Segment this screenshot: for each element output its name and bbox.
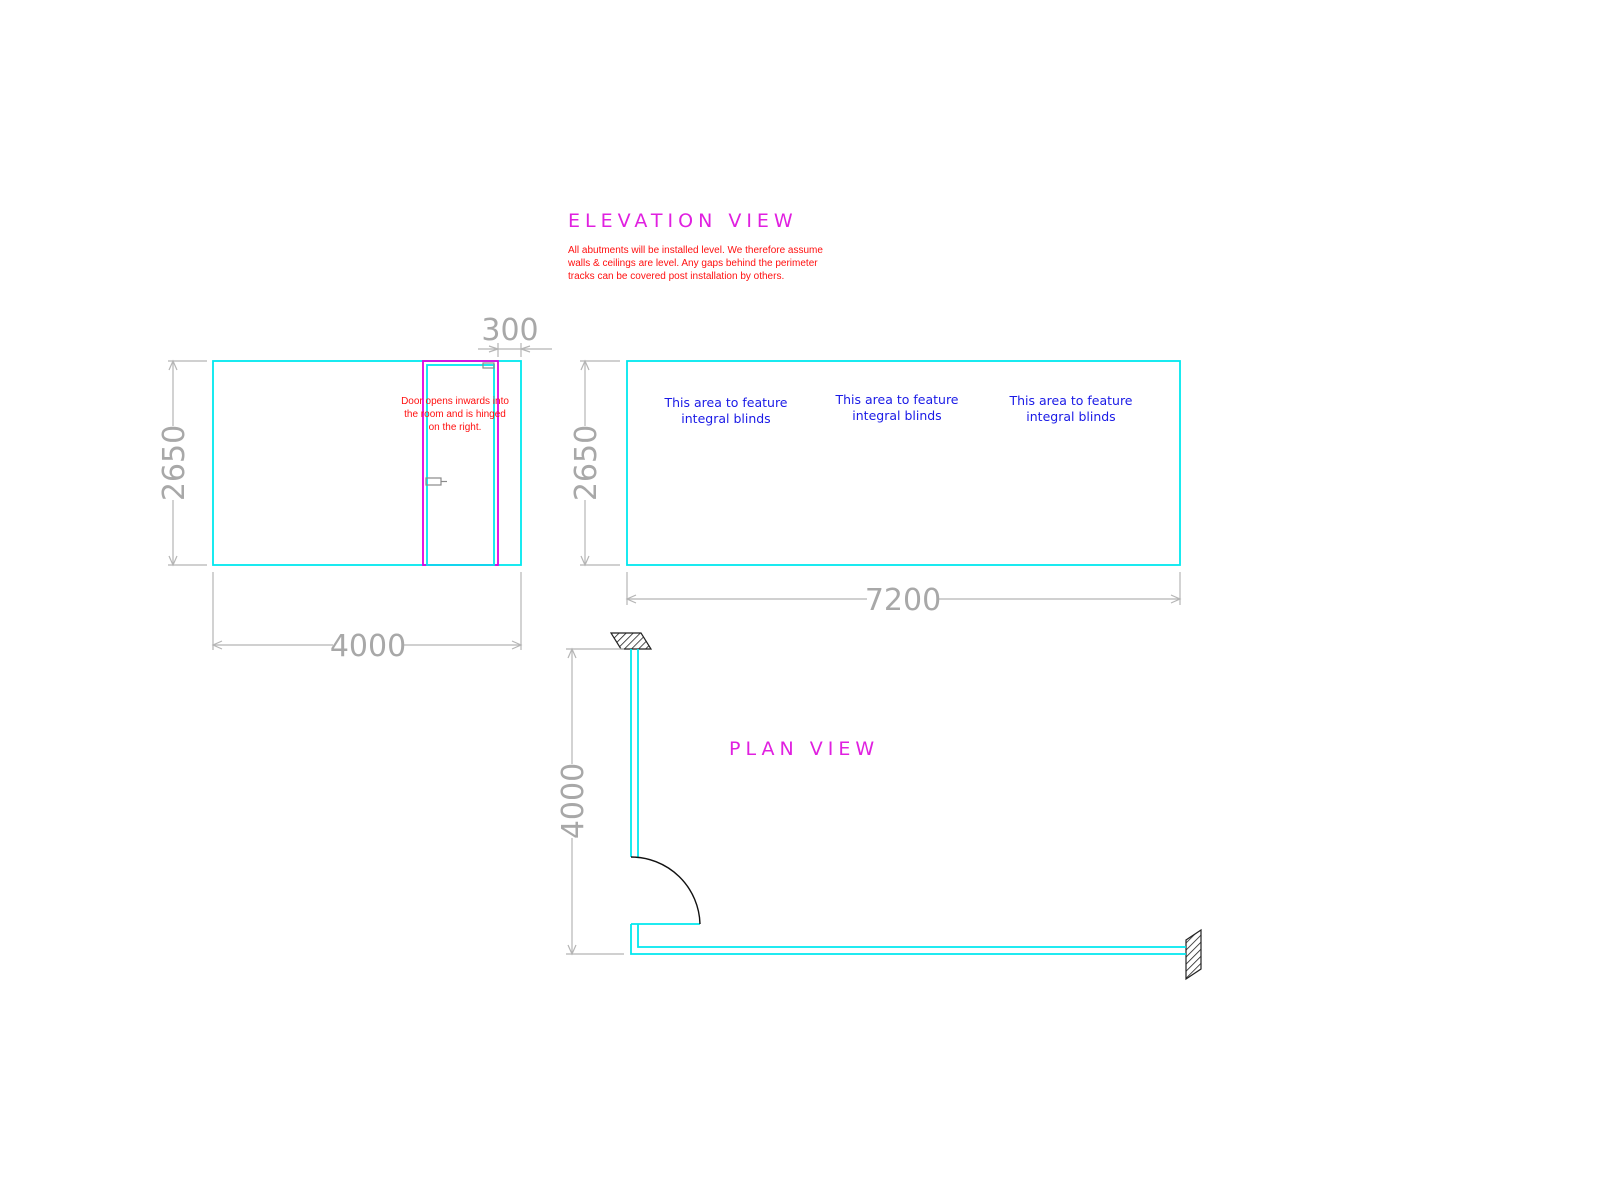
- door-offset-label: 300: [481, 313, 538, 348]
- blind-note-2-line-2: integral blinds: [852, 408, 941, 423]
- elevation-title: ELEVATION VIEW: [568, 210, 798, 232]
- door-hinge-icon: [482, 362, 495, 369]
- door-note-line-3: on the right.: [429, 422, 482, 433]
- right-elevation: This area to feature integral blinds Thi…: [626, 360, 1181, 566]
- blind-note-3-line-1: This area to feature: [1008, 393, 1132, 408]
- right-elevation-frame: [626, 360, 1181, 566]
- blind-note-2: This area to feature integral blinds: [834, 392, 958, 423]
- blind-note-1-line-1: This area to feature: [663, 395, 787, 410]
- blind-note-2-line-1: This area to feature: [834, 392, 958, 407]
- left-height-label: 2650: [157, 425, 192, 501]
- door-frame-outer: [422, 360, 499, 566]
- blind-note-3: This area to feature integral blinds: [1008, 393, 1132, 424]
- right-width-label: 7200: [865, 583, 941, 618]
- right-height-dimension: 2650: [569, 359, 620, 567]
- door-handle-icon: [425, 477, 447, 486]
- elevation-note: All abutments will be installed level. W…: [567, 245, 823, 282]
- elevation-note-line-2: walls & ceilings are level. Any gaps beh…: [567, 258, 818, 269]
- blind-note-1-line-2: integral blinds: [681, 411, 770, 426]
- door-frame-inner: [426, 364, 495, 566]
- left-elevation-frame: [212, 360, 522, 566]
- left-width-label: 4000: [330, 629, 406, 664]
- elevation-note-line-3: tracks can be covered post installation …: [568, 271, 784, 282]
- door-offset-dimension: 300: [478, 313, 552, 357]
- plan-title: PLAN VIEW: [729, 738, 879, 760]
- plan-length-dimension: 4000: [556, 647, 624, 956]
- right-height-label: 2650: [569, 425, 604, 501]
- left-elevation: Door opens inwards into the room and is …: [212, 360, 522, 566]
- plan-length-label: 4000: [556, 763, 591, 839]
- right-width-dimension: 7200: [625, 572, 1182, 618]
- blind-note-1: This area to feature integral blinds: [663, 395, 787, 426]
- door-swing-arc: [630, 856, 701, 925]
- door-note-line-2: the room and is hinged: [404, 409, 506, 420]
- left-width-dimension: 4000: [211, 572, 523, 664]
- door-note-line-1: Door opens inwards into: [401, 396, 509, 407]
- blind-note-3-line-2: integral blinds: [1026, 409, 1115, 424]
- right-wall-abutment: [1185, 928, 1202, 981]
- left-height-dimension: 2650: [157, 359, 207, 567]
- door-note: Door opens inwards into the room and is …: [401, 396, 509, 433]
- elevation-note-line-1: All abutments will be installed level. W…: [568, 245, 823, 256]
- plan-drawing: [609, 632, 1202, 981]
- top-wall-abutment: [609, 632, 653, 650]
